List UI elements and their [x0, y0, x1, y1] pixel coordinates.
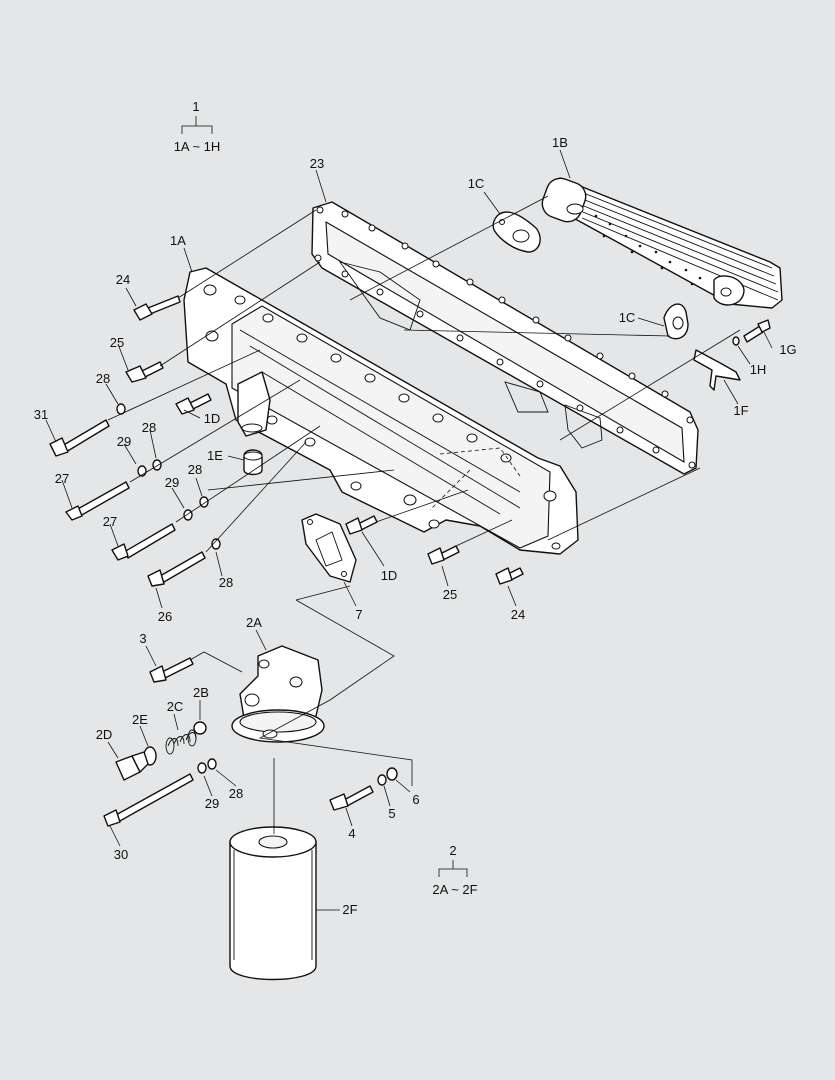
plug-2d [115, 751, 149, 781]
callout-3: 3 [139, 631, 146, 646]
gasket-1c-right [663, 303, 689, 340]
callout-2b: 2B [193, 685, 209, 700]
callout-23: 23 [310, 156, 324, 171]
callout-2d: 2D [96, 727, 113, 742]
bolt-24-top [133, 295, 181, 321]
group-2-number: 2 [449, 843, 456, 858]
callout-4: 4 [348, 826, 355, 841]
callout-6: 6 [412, 792, 419, 807]
callout-30: 30 [114, 847, 128, 862]
callout-1f: 1F [733, 403, 748, 418]
washer-28-b [152, 459, 162, 471]
callout-27-a: 27 [55, 471, 69, 486]
group-1-range: 1A ~ 1H [174, 139, 221, 154]
bolt-4 [329, 785, 374, 811]
callout-5: 5 [388, 806, 395, 821]
callout-1h: 1H [750, 362, 767, 377]
leader-lines [45, 149, 773, 911]
oil-filter-2f [229, 826, 317, 981]
callout-28-a: 28 [96, 371, 110, 386]
oil-cooler-core-1b [541, 177, 783, 309]
washer-28-d [211, 538, 221, 550]
bolt-31 [49, 419, 110, 457]
callout-labels: 23 1B 1C 1A 24 1C 1G 1H 25 28 1F 31 1D 2… [34, 135, 797, 917]
callout-1d-top: 1D [204, 411, 221, 426]
bolt-1d-bottom [345, 515, 378, 535]
callout-2c: 2C [167, 699, 184, 714]
bolt-1d-top [175, 393, 212, 415]
callout-2f: 2F [342, 902, 357, 917]
bolt-25-top [125, 361, 164, 383]
group-1-bracket: 1 1A ~ 1H [174, 99, 221, 154]
bolt-25-bottom [427, 545, 460, 565]
stud-27-a [65, 481, 130, 521]
bolts [49, 295, 771, 827]
oil-cooler-cover-1a [183, 267, 579, 555]
group-2-range: 2A ~ 2F [432, 882, 477, 897]
bolt-24-bottom [495, 567, 524, 585]
spring-2c [165, 729, 197, 755]
bolt-1g [743, 319, 771, 343]
callout-29-a: 29 [117, 434, 131, 449]
callout-1e: 1E [207, 448, 223, 463]
washers [116, 336, 740, 786]
bolt-26 [147, 551, 206, 587]
washer-29-c [197, 762, 207, 774]
ball-2b [193, 721, 207, 735]
gasket-1c-top [492, 211, 541, 253]
group-1-number: 1 [192, 99, 199, 114]
callout-2e: 2E [132, 712, 148, 727]
callout-28-c: 28 [188, 462, 202, 477]
washer-29-b [183, 509, 193, 521]
callout-27-b: 27 [103, 514, 117, 529]
callout-2a: 2A [246, 615, 262, 630]
washer-6 [386, 767, 398, 781]
bolt-3 [149, 657, 194, 683]
callout-26: 26 [158, 609, 172, 624]
plug-1e [243, 449, 263, 476]
callout-24-top: 24 [116, 272, 130, 287]
callout-7: 7 [355, 607, 362, 622]
callout-28-e: 28 [229, 786, 243, 801]
bracket-1f [693, 349, 741, 391]
callout-1a: 1A [170, 233, 186, 248]
callout-29-c: 29 [205, 796, 219, 811]
bolt-30 [103, 773, 194, 827]
washer-1h [732, 336, 740, 346]
callout-31: 31 [34, 407, 48, 422]
callout-1g: 1G [779, 342, 796, 357]
gasket-23 [311, 201, 699, 475]
callout-1b: 1B [552, 135, 568, 150]
callout-25-top: 25 [110, 335, 124, 350]
washer-5 [377, 774, 387, 786]
callout-1d-bottom: 1D [381, 568, 398, 583]
callout-29-b: 29 [165, 475, 179, 490]
callout-1c-top: 1C [468, 176, 485, 191]
stud-27-b [111, 523, 176, 561]
callout-1c-right: 1C [619, 310, 636, 325]
callout-24-bottom: 24 [511, 607, 525, 622]
washer-28-e [207, 758, 217, 770]
group-2-bracket: 2 2A ~ 2F [432, 843, 477, 897]
callout-28-b: 28 [142, 420, 156, 435]
filter-head-2a [231, 645, 325, 743]
callout-25-bottom: 25 [443, 587, 457, 602]
gasket-7 [301, 513, 357, 583]
callout-28-d: 28 [219, 575, 233, 590]
